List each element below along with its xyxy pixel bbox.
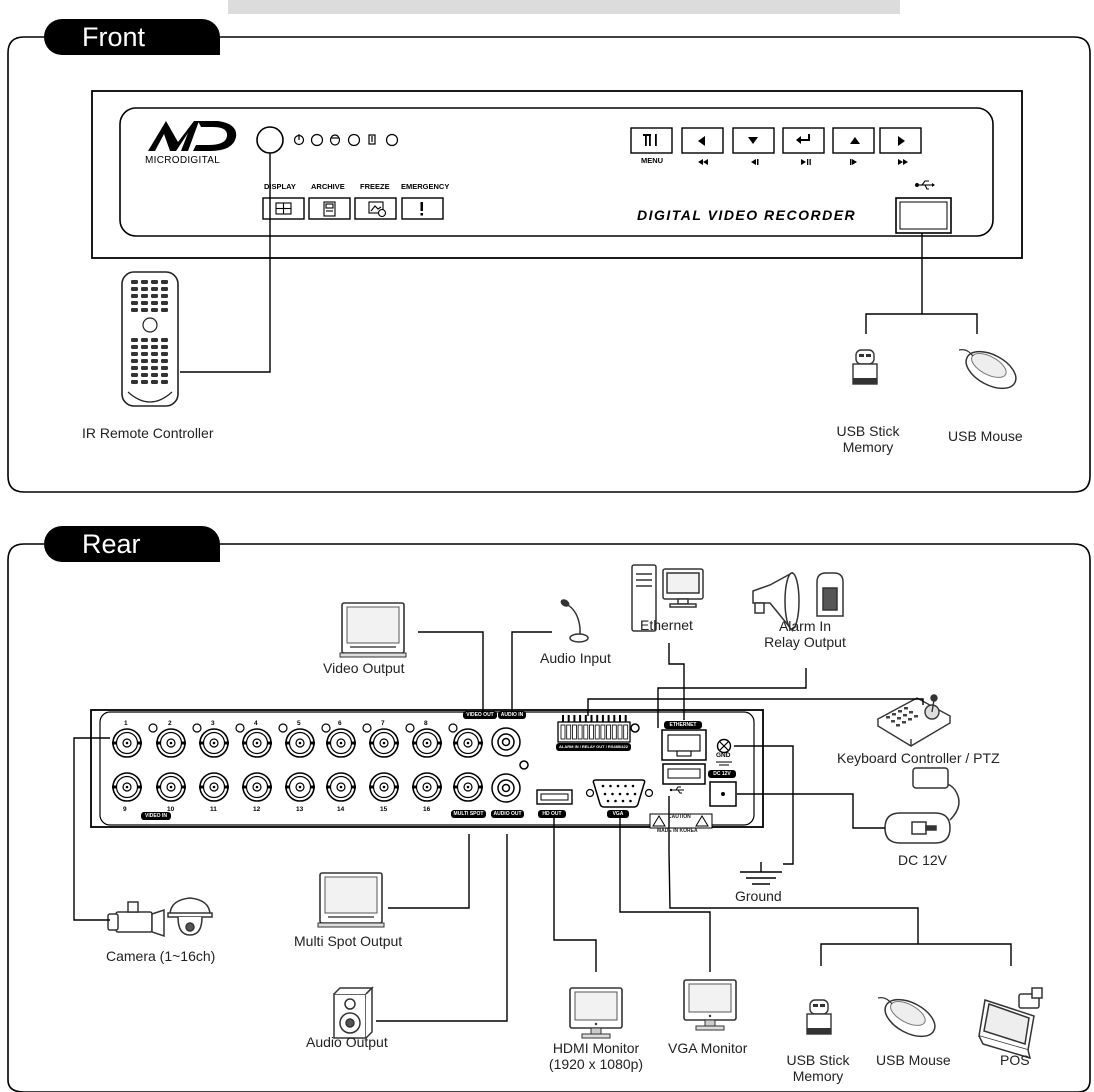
multi-spot-output-label: Multi Spot Output: [294, 933, 403, 949]
channel-number: 12: [253, 806, 261, 813]
channel-number: 10: [167, 806, 175, 813]
video-in-bnc-2: [155, 728, 187, 758]
channel-number: 13: [296, 806, 304, 813]
made-in-label: MADE IN KOREA: [657, 828, 698, 834]
channel-number: 11: [210, 806, 217, 813]
archive-button-label: ARCHIVE: [311, 182, 345, 191]
channel-number: 2: [168, 720, 172, 727]
brand-name: MICRODIGITAL: [145, 155, 221, 166]
video-out-label: VIDEO OUT: [463, 711, 497, 719]
vga-monitor-label: VGA Monitor: [668, 1040, 748, 1056]
audio-input-label: Audio Input: [540, 650, 611, 666]
dc12v-label: DC 12V: [898, 852, 948, 868]
video-in-bnc-9: [111, 772, 143, 802]
rear-tab: Rear: [44, 526, 220, 562]
video-in-bnc-4: [241, 728, 273, 758]
pos-label: POS: [1000, 1052, 1030, 1068]
video-in-bnc-3: [198, 728, 230, 758]
video-in-bnc-14: [325, 772, 357, 802]
keyboard-controller-label: Keyboard Controller / PTZ: [837, 750, 1000, 766]
video-in-bnc-6: [325, 728, 357, 758]
channel-number: 14: [337, 806, 345, 813]
menu-button-label: MENU: [641, 156, 664, 165]
channel-number: 6: [338, 720, 342, 727]
alarm-relay-label: ALARM IN / RELAY OUT / RS485/422: [556, 743, 631, 751]
video-in-bnc-10: [155, 772, 187, 802]
video-in-bnc-12: [241, 772, 273, 802]
ground-label: Ground: [735, 888, 782, 904]
emergency-button-label: EMERGENCY: [401, 182, 450, 191]
product-title: DIGITAL VIDEO RECORDER: [637, 207, 857, 223]
channel-number: 3: [211, 720, 215, 727]
channel-number: 16: [423, 806, 431, 813]
channel-number: 4: [254, 720, 258, 727]
hd-out-label: HD OUT: [538, 810, 566, 818]
ethernet-label: Ethernet: [640, 617, 693, 633]
vga-label: VGA: [607, 810, 629, 818]
caution-label: CAUTION: [668, 814, 691, 820]
dc-port-label: DC 12V: [708, 770, 736, 778]
rear-usb-mouse-label: USB Mouse: [876, 1052, 951, 1068]
channel-number: 8: [424, 720, 428, 727]
channel-number: 15: [380, 806, 388, 813]
display-button-label: DISPLAY: [264, 182, 296, 191]
video-in-label: VIDEO IN: [141, 812, 171, 820]
ir-remote-label: IR Remote Controller: [82, 425, 214, 441]
video-in-bnc-8: [411, 728, 443, 758]
ethernet-port-label: ETHERNET: [664, 721, 702, 729]
video-output-label: Video Output: [323, 660, 405, 676]
video-in-bnc-1: [111, 728, 143, 758]
multi-spot-bnc: [452, 772, 484, 802]
gnd-label: GND: [716, 752, 731, 759]
channel-number: 9: [123, 806, 127, 813]
freeze-button-label: FREEZE: [360, 182, 390, 191]
channel-number: 1: [124, 720, 128, 727]
audio-out-label: AUDIO OUT: [491, 810, 524, 818]
camera-label: Camera (1~16ch): [106, 948, 216, 964]
video-out-bnc: [452, 728, 484, 758]
video-in-bnc-15: [368, 772, 400, 802]
audio-output-label: Audio Output: [306, 1034, 388, 1050]
video-in-bnc-16: [411, 772, 443, 802]
video-in-bnc-7: [368, 728, 400, 758]
video-in-bnc-11: [198, 772, 230, 802]
multi-spot-label: MULTI SPOT: [451, 810, 486, 818]
video-in-bnc-5: [284, 728, 316, 758]
video-in-bnc-13: [284, 772, 316, 802]
front-usb-mouse-label: USB Mouse: [948, 428, 1023, 444]
channel-number: 5: [297, 720, 301, 727]
channel-number: 7: [381, 720, 385, 727]
hdmi-monitor-label: HDMI Monitor(1920 x 1080p): [548, 1040, 644, 1073]
front-tab: Front: [44, 19, 220, 55]
audio-in-label: AUDIO IN: [498, 711, 526, 719]
